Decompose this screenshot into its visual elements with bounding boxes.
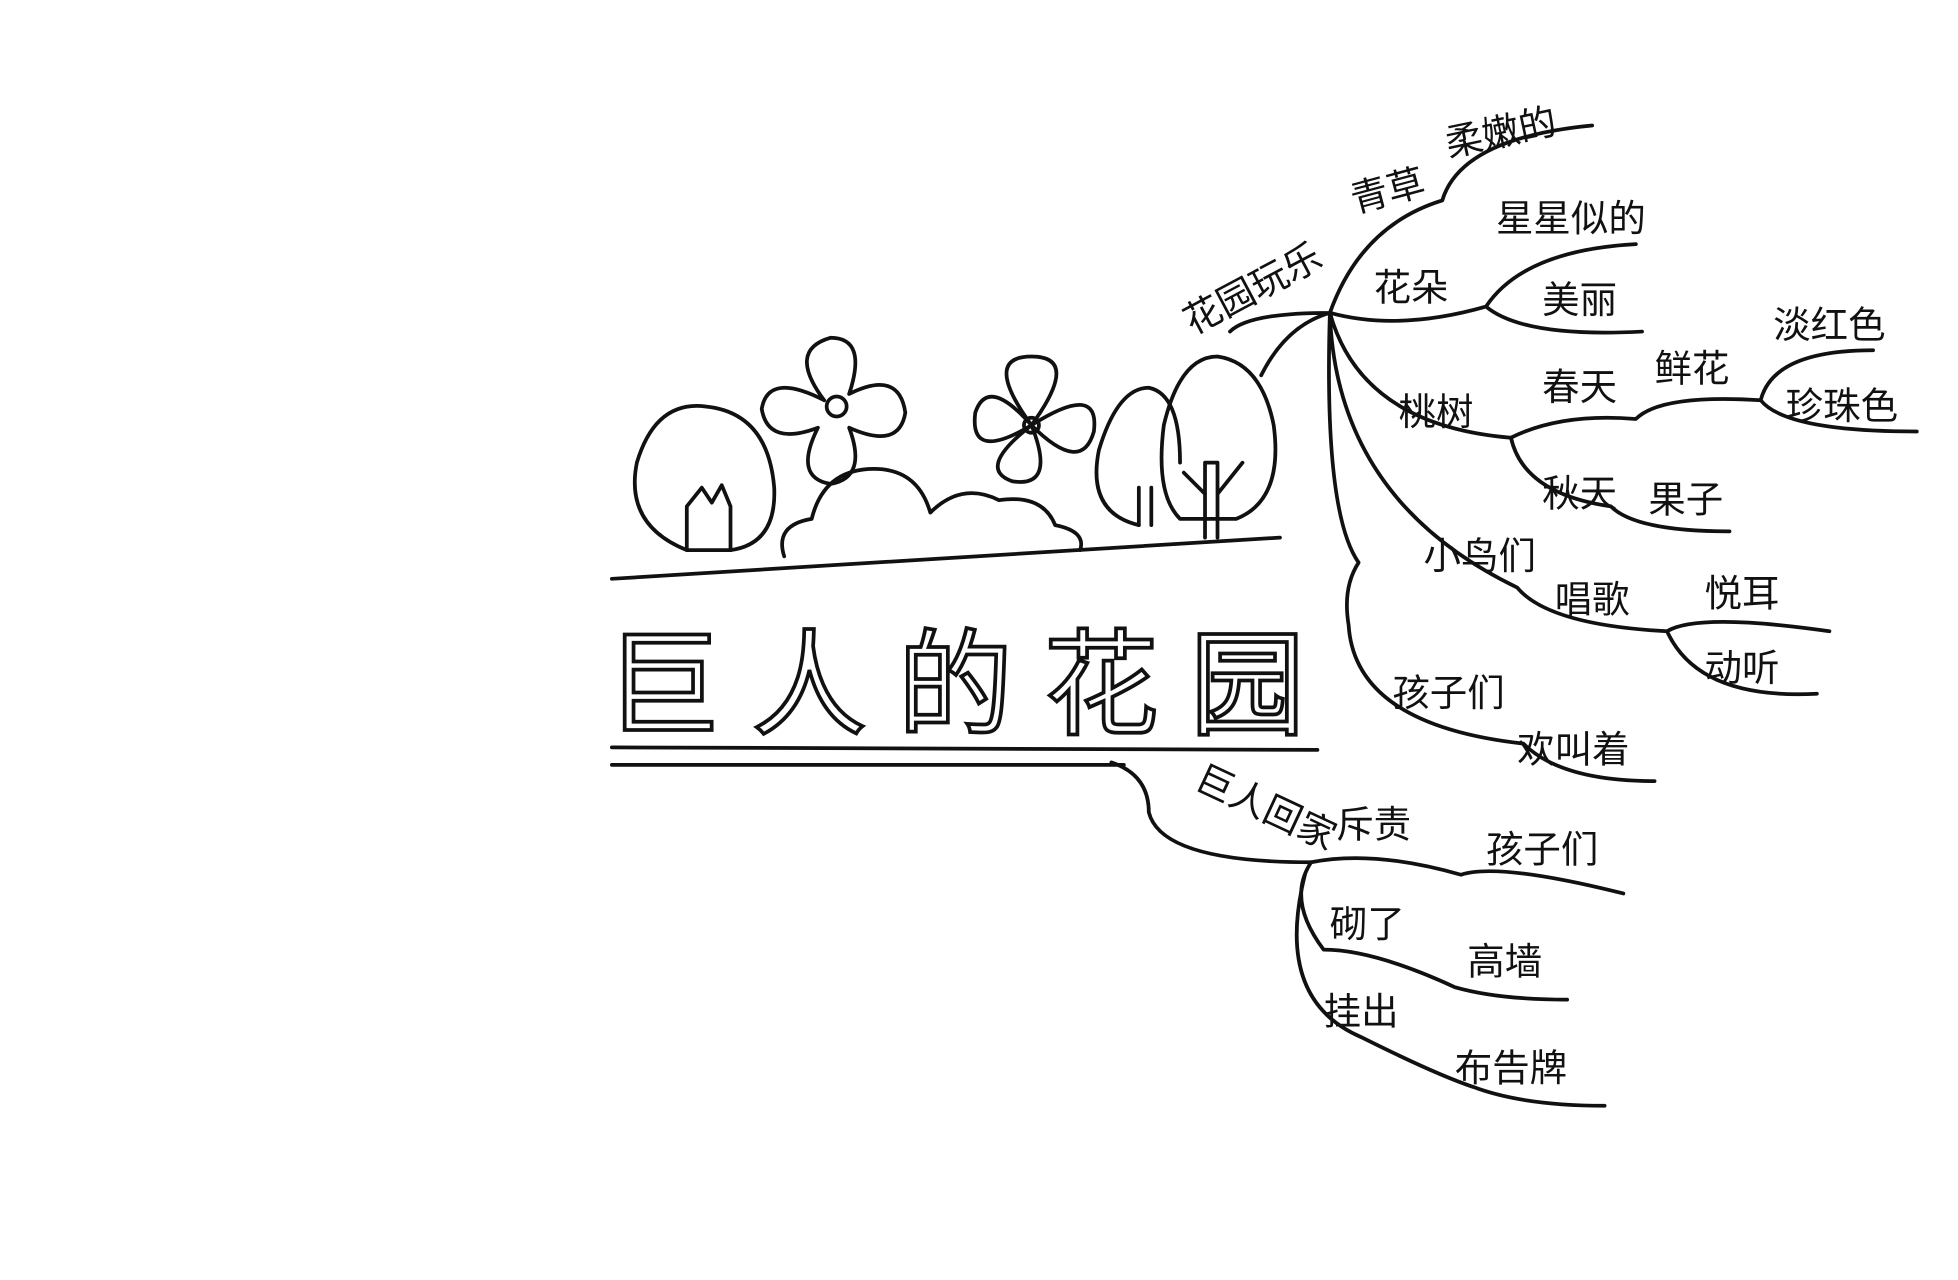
node-melodious: 动听 xyxy=(1705,646,1780,690)
node-tender: 柔嫩的 xyxy=(1441,99,1560,165)
node-scold-kids: 孩子们 xyxy=(1486,827,1598,871)
node-high-wall: 高墙 xyxy=(1467,940,1542,984)
node-cheer: 欢叫着 xyxy=(1517,727,1629,771)
flower-icon xyxy=(759,335,908,486)
node-giant-home: 巨人回家 xyxy=(1189,756,1343,859)
node-kids: 孩子们 xyxy=(1392,671,1504,715)
node-beautiful: 美丽 xyxy=(1542,278,1617,322)
tree-icon xyxy=(1094,385,1182,527)
node-peach-tree: 桃树 xyxy=(1399,390,1474,434)
node-spring: 春天 xyxy=(1542,365,1617,409)
bush-icon xyxy=(780,467,1083,559)
node-notice-board: 布告牌 xyxy=(1455,1046,1567,1090)
node-flowers: 花朵 xyxy=(1374,265,1449,309)
node-star-like: 星星似的 xyxy=(1496,197,1646,241)
node-built: 砌了 xyxy=(1330,902,1405,946)
node-pink: 淡红色 xyxy=(1773,303,1885,347)
ground-line xyxy=(610,535,1282,581)
flower-icon xyxy=(972,354,1097,484)
node-scold: 斥责 xyxy=(1336,802,1411,846)
node-autumn: 秋天 xyxy=(1542,471,1617,515)
title: 巨人的花园 xyxy=(606,619,1305,753)
node-hang: 挂出 xyxy=(1324,990,1399,1034)
node-blossom: 鲜花 xyxy=(1655,347,1730,391)
node-fruit: 果子 xyxy=(1648,478,1723,522)
node-pleasant: 悦耳 xyxy=(1705,571,1780,615)
underline xyxy=(610,745,1320,767)
node-sing: 唱歌 xyxy=(1555,578,1630,622)
branch-lines xyxy=(1109,123,1919,1108)
tree-icon xyxy=(1159,354,1278,521)
tree-icon xyxy=(632,404,777,552)
node-birds: 小鸟们 xyxy=(1424,534,1536,578)
garden-illustration xyxy=(610,335,1320,767)
node-pearl: 珍珠色 xyxy=(1786,384,1898,428)
flower-center-icon xyxy=(824,394,849,419)
node-garden-play: 花园玩乐 xyxy=(1176,234,1329,343)
